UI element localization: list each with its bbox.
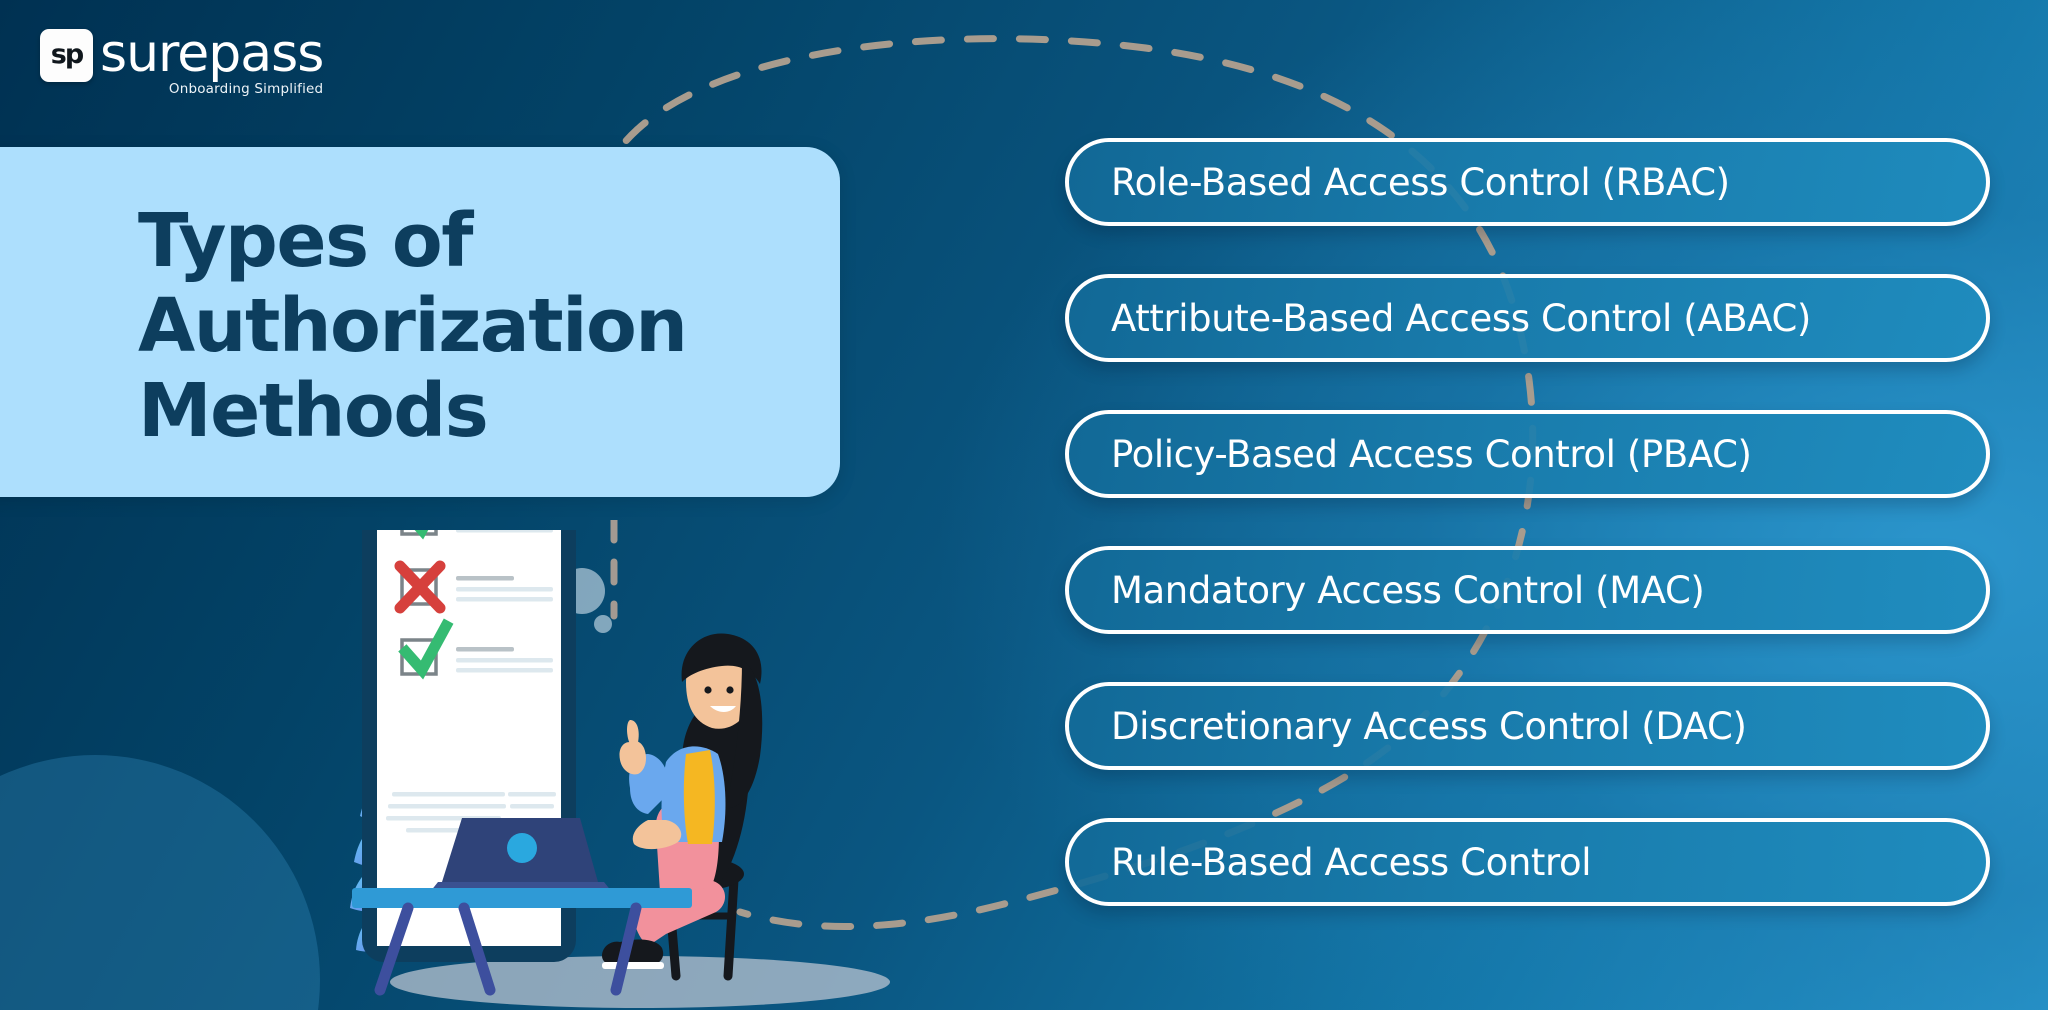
brand-logo[interactable]: sp surepass Onboarding Simplified <box>40 24 324 97</box>
brand-name: surepass <box>100 24 324 84</box>
person-illustration <box>602 633 763 969</box>
dashed-connector <box>610 520 618 620</box>
method-pill-abac[interactable]: Attribute-Based Access Control (ABAC) <box>1065 274 1990 362</box>
method-pill-mac[interactable]: Mandatory Access Control (MAC) <box>1065 546 1990 634</box>
floor-shadow <box>390 956 890 1008</box>
desk <box>352 888 692 996</box>
title-panel: Types of Authorization Methods <box>0 147 840 497</box>
page-title: Types of Authorization Methods <box>138 198 788 455</box>
method-label: Role-Based Access Control (RBAC) <box>1111 160 1730 204</box>
checklist <box>386 530 556 833</box>
illustration <box>350 530 890 1008</box>
logo-mark-text: sp <box>50 39 84 70</box>
brand-tagline: Onboarding Simplified <box>168 81 324 97</box>
method-label: Discretionary Access Control (DAC) <box>1111 704 1747 748</box>
method-label: Mandatory Access Control (MAC) <box>1111 568 1705 612</box>
method-pill-pbac[interactable]: Policy-Based Access Control (PBAC) <box>1065 410 1990 498</box>
title-line-3: Methods <box>138 368 489 455</box>
method-label: Rule-Based Access Control <box>1111 840 1592 884</box>
method-pill-rbac[interactable]: Role-Based Access Control (RBAC) <box>1065 138 1990 226</box>
title-line-1: Types of <box>138 198 473 284</box>
methods-list: Role-Based Access Control (RBAC) Attribu… <box>1065 138 1990 906</box>
method-label: Policy-Based Access Control (PBAC) <box>1111 432 1752 476</box>
surepass-logo-icon: sp <box>40 29 93 82</box>
method-pill-dac[interactable]: Discretionary Access Control (DAC) <box>1065 682 1990 770</box>
cross-icon-2 <box>394 560 446 614</box>
checkbox-2 <box>400 568 438 606</box>
method-pill-rule-based[interactable]: Rule-Based Access Control <box>1065 818 1990 906</box>
method-label: Attribute-Based Access Control (ABAC) <box>1111 296 1811 340</box>
title-line-2: Authorization <box>138 283 688 370</box>
check-icon-3 <box>398 618 454 680</box>
